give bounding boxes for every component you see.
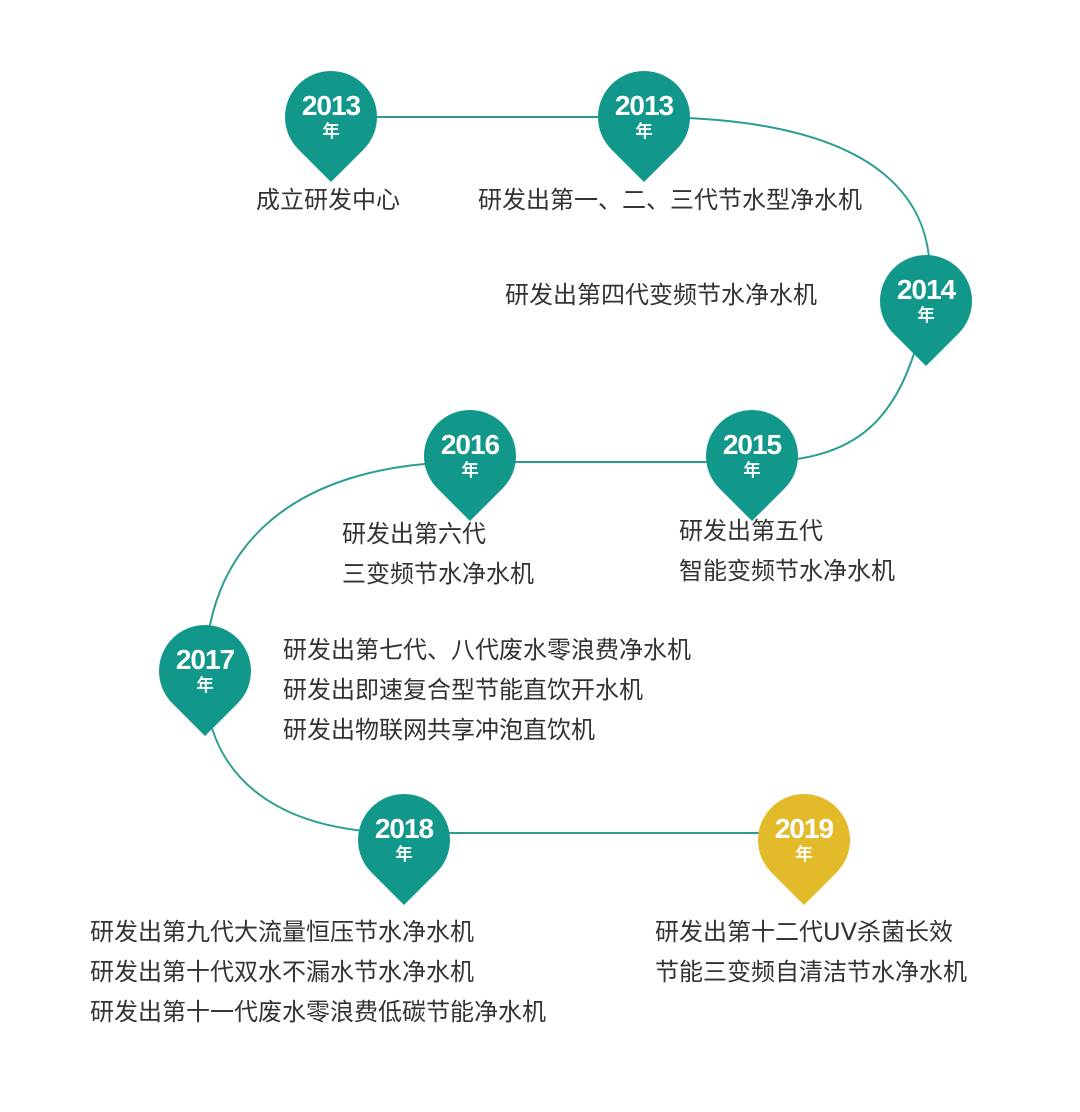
description-line: 研发出第四代变频节水净水机 [505, 281, 817, 309]
milestone-description: 研发出第五代 智能变频节水净水机 [679, 511, 895, 591]
pin-year-unit: 年 [322, 122, 340, 142]
milestone-description: 研发出第七代、八代废水零浪费净水机 研发出即速复合型节能直饮开水机 研发出物联网… [283, 630, 691, 750]
milestone-description: 研发出第一、二、三代节水型净水机 [478, 180, 862, 220]
milestone-description: 研发出第六代 三变频节水净水机 [342, 514, 534, 594]
description-line: 研发出第七代、八代废水零浪费净水机 [283, 636, 691, 664]
milestone-pin-2013-b: 2013 年 [578, 51, 710, 183]
milestone-pin-2018: 2018 年 [338, 774, 470, 906]
description-line: 研发出第一、二、三代节水型净水机 [478, 186, 862, 214]
pin-year: 2014 [896, 274, 956, 305]
milestone-pin-2016: 2016 年 [404, 390, 536, 522]
pin-year-unit: 年 [917, 306, 935, 326]
pin-year-unit: 年 [743, 461, 761, 481]
milestone-description: 成立研发中心 [256, 180, 400, 220]
description-line: 研发出第十一代废水零浪费低碳节能净水机 [90, 998, 546, 1026]
milestone-pin-2013-a: 2013 年 [265, 51, 397, 183]
milestone-description: 研发出第九代大流量恒压节水净水机 研发出第十代双水不漏水节水净水机 研发出第十一… [90, 912, 546, 1032]
milestone-pin-2014: 2014 年 [860, 235, 992, 367]
description-line: 节能三变频自清洁节水净水机 [655, 958, 967, 986]
pin-year: 2013 [614, 90, 674, 121]
pin-year-unit: 年 [196, 676, 214, 696]
description-line: 研发出第十二代UV杀菌长效 [655, 918, 953, 946]
description-line: 研发出第九代大流量恒压节水净水机 [90, 918, 474, 946]
pin-year-unit: 年 [461, 461, 479, 481]
description-line: 研发出第五代 [679, 517, 823, 545]
milestone-pin-2019: 2019 年 [738, 774, 870, 906]
pin-year: 2018 [374, 813, 434, 844]
pin-year-unit: 年 [395, 845, 413, 865]
description-line: 研发出第六代 [342, 520, 486, 548]
description-line: 研发出第十代双水不漏水节水净水机 [90, 958, 474, 986]
pin-year: 2015 [722, 429, 782, 460]
pin-year-unit: 年 [795, 845, 813, 865]
milestone-pin-2017: 2017 年 [139, 605, 271, 737]
description-line: 成立研发中心 [256, 186, 400, 214]
pin-year: 2019 [774, 813, 834, 844]
milestone-description: 研发出第十二代UV杀菌长效 节能三变频自清洁节水净水机 [655, 912, 967, 992]
description-line: 研发出物联网共享冲泡直饮机 [283, 716, 595, 744]
pin-year: 2017 [175, 644, 235, 675]
milestone-pin-2015: 2015 年 [686, 390, 818, 522]
description-line: 智能变频节水净水机 [679, 557, 895, 585]
pin-year: 2016 [440, 429, 500, 460]
pin-year-unit: 年 [635, 122, 653, 142]
milestone-description: 研发出第四代变频节水净水机 [505, 275, 817, 315]
pin-year: 2013 [301, 90, 361, 121]
description-line: 三变频节水净水机 [342, 560, 534, 588]
description-line: 研发出即速复合型节能直饮开水机 [283, 676, 643, 704]
